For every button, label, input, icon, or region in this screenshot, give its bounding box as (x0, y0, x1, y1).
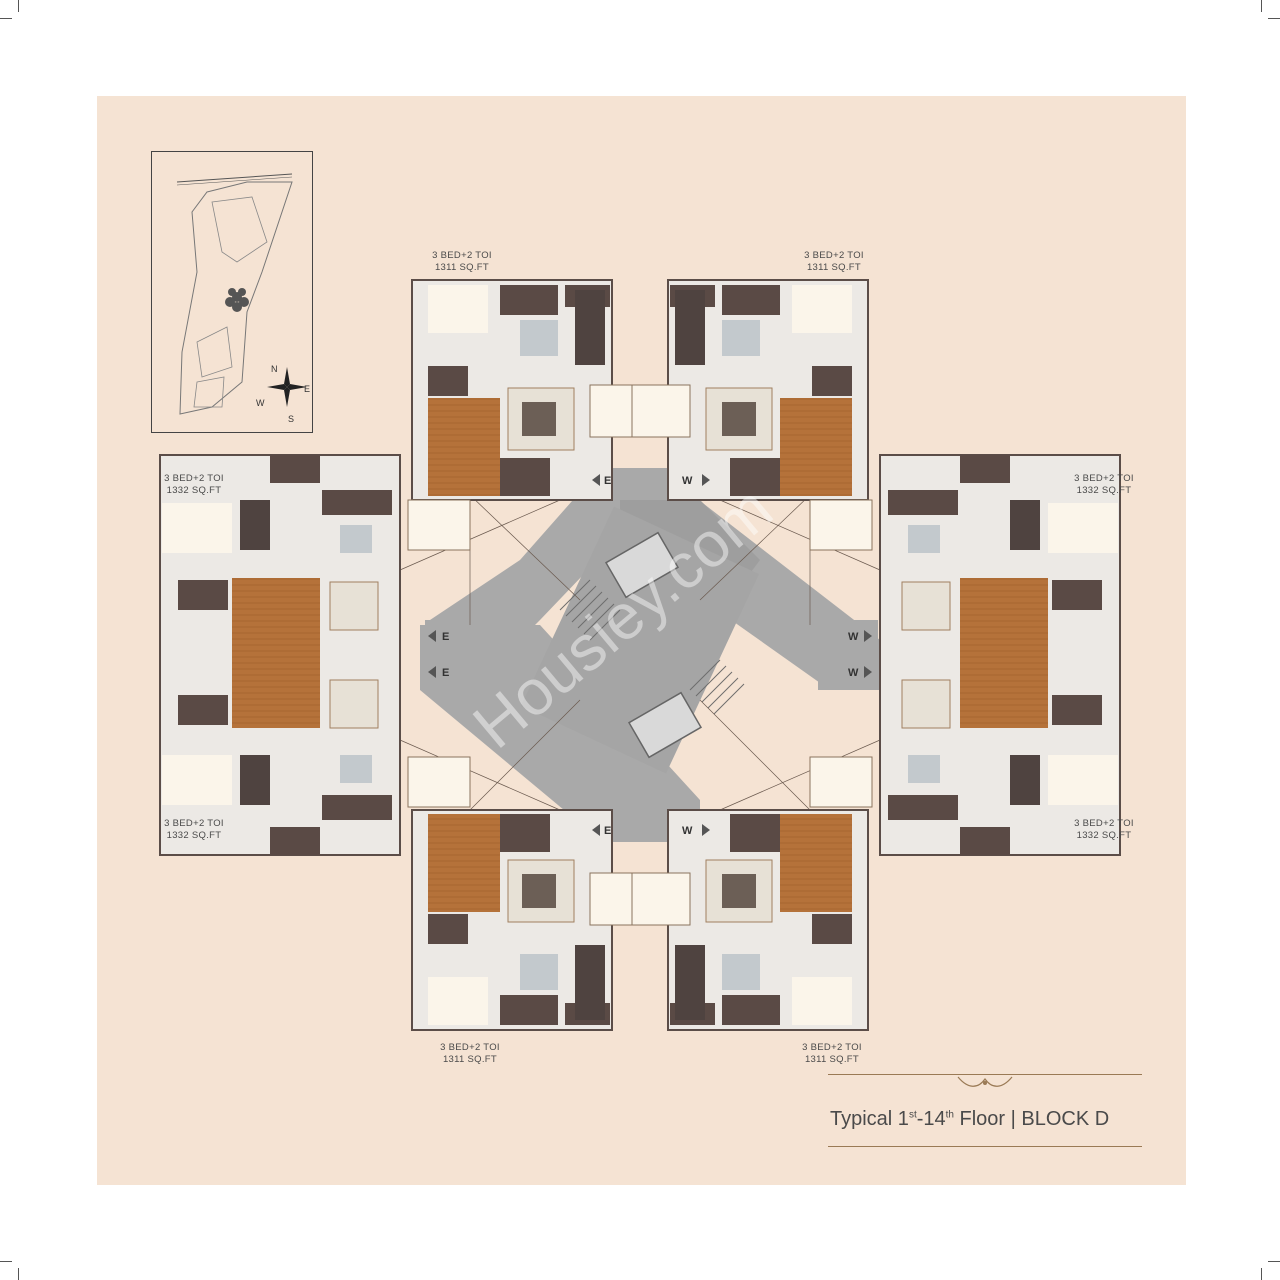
crop-mark (0, 18, 12, 19)
core-letter-e: E (442, 631, 449, 643)
unit-label-right-upper: 3 BED+2 TOI 1332 SQ.FT (1044, 473, 1164, 497)
compass-n: N (271, 364, 278, 374)
core-letter-w: W (682, 475, 693, 487)
crop-mark (1268, 1261, 1280, 1262)
unit-area: 1311 SQ.FT (434, 262, 490, 273)
unit-type: 3 BED+2 TOI (804, 250, 864, 261)
unit-area: 1311 SQ.FT (442, 1054, 498, 1065)
crop-mark (1261, 0, 1262, 12)
unit-label-bottom-left: 3 BED+2 TOI 1311 SQ.FT (410, 1042, 530, 1066)
crop-mark (1268, 18, 1280, 19)
title-rule-bottom (828, 1146, 1142, 1147)
core-letter-w: W (682, 825, 693, 837)
core-letter-e: E (604, 475, 611, 487)
circulation-core (420, 468, 900, 842)
core-letter-e: E (604, 825, 611, 837)
unit-type: 3 BED+2 TOI (164, 473, 224, 484)
core-letter-w: W (848, 631, 859, 643)
core-letter-labels: E W E W E E W W (442, 475, 859, 837)
unit-label-right-lower: 3 BED+2 TOI 1332 SQ.FT (1044, 818, 1164, 842)
title-rule-top (828, 1074, 1142, 1075)
crop-mark (1261, 1268, 1262, 1280)
compass-e: E (304, 384, 311, 394)
crop-mark (18, 1268, 19, 1280)
unit-label-top-right: 3 BED+2 TOI 1311 SQ.FT (774, 250, 894, 274)
unit-bottom-right (631, 809, 869, 1031)
unit-label-top-left: 3 BED+2 TOI 1311 SQ.FT (402, 250, 522, 274)
compass-w: W (256, 398, 265, 408)
unit-area: 1332 SQ.FT (166, 485, 222, 496)
unit-type: 3 BED+2 TOI (432, 250, 492, 261)
unit-top-right (631, 279, 869, 501)
crop-mark (0, 1261, 12, 1262)
compass-s: S (288, 414, 295, 424)
unit-type: 3 BED+2 TOI (440, 1042, 500, 1053)
unit-top-left (411, 279, 649, 501)
title-mid: -14 (916, 1108, 946, 1130)
title-block: Typical 1st-14th Floor | BLOCK D (828, 1074, 1142, 1148)
unit-right (809, 454, 1121, 856)
title-sup2: th (945, 1109, 954, 1121)
compass-icon (267, 367, 307, 407)
unit-type: 3 BED+2 TOI (1074, 473, 1134, 484)
void-lines (399, 494, 881, 811)
unit-type: 3 BED+2 TOI (164, 818, 224, 829)
title-prefix: Typical 1 (830, 1108, 909, 1130)
key-plan: N E S W (151, 151, 313, 433)
core-arrows (428, 474, 872, 836)
unit-area: 1311 SQ.FT (806, 262, 862, 273)
unit-label-bottom-right: 3 BED+2 TOI 1311 SQ.FT (772, 1042, 892, 1066)
unit-label-left-lower: 3 BED+2 TOI 1332 SQ.FT (134, 818, 254, 842)
unit-type: 3 BED+2 TOI (802, 1042, 862, 1053)
unit-area: 1311 SQ.FT (804, 1054, 860, 1065)
title-sup1: st (908, 1109, 917, 1121)
site-plan-icon (176, 173, 307, 415)
unit-label-left-upper: 3 BED+2 TOI 1332 SQ.FT (134, 473, 254, 497)
page-title: Typical 1st-14th Floor | BLOCK D (830, 1108, 1109, 1131)
unit-area: 1332 SQ.FT (1076, 830, 1132, 841)
unit-type: 3 BED+2 TOI (1074, 818, 1134, 829)
unit-area: 1332 SQ.FT (166, 830, 222, 841)
unit-area: 1332 SQ.FT (1076, 485, 1132, 496)
core-letter-e: E (442, 667, 449, 679)
core-letter-w: W (848, 667, 859, 679)
ornament-icon (957, 1076, 1013, 1087)
title-suffix: Floor | BLOCK D (953, 1108, 1110, 1130)
unit-left (159, 454, 471, 856)
crop-mark (18, 0, 19, 12)
unit-bottom-left (411, 809, 649, 1031)
